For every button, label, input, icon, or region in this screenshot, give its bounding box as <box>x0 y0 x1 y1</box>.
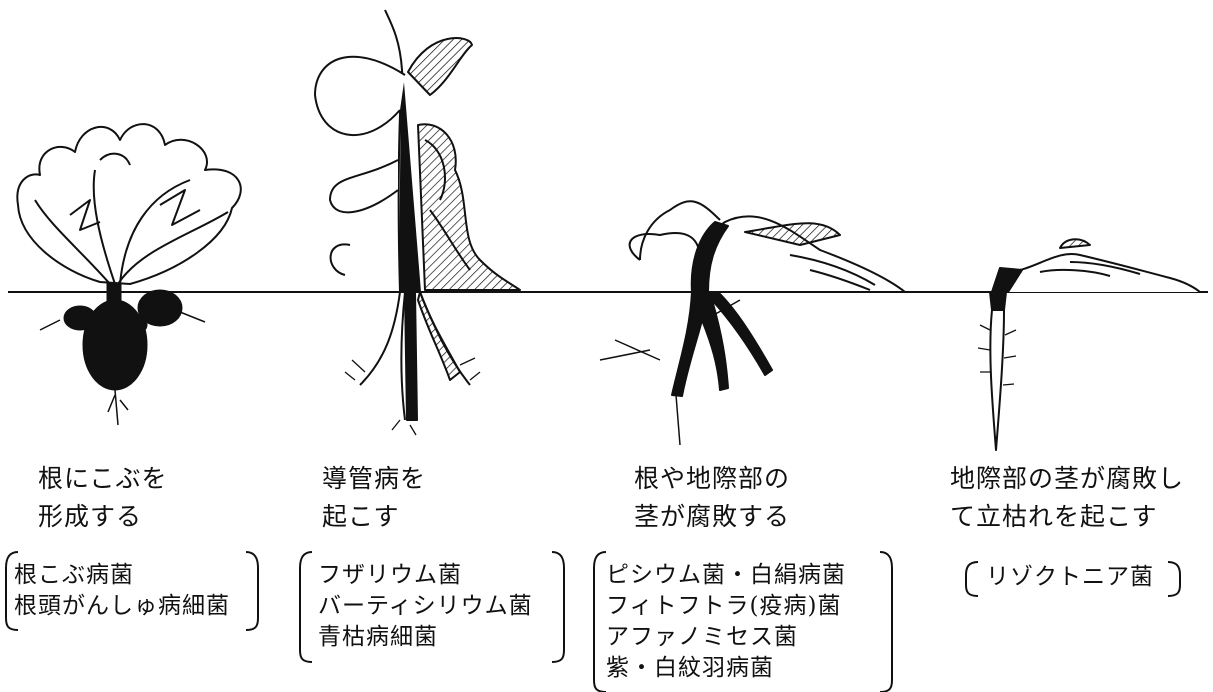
pathogens-damping-off: リゾクトニア菌 <box>986 564 1154 590</box>
plant-root-rot <box>599 200 906 446</box>
caption-root-rot: 根や地際部の 茎が腐敗する <box>634 464 791 531</box>
pathogen-brackets <box>5 551 1181 692</box>
plant-vascular-wilt <box>314 9 521 436</box>
clubroot-galls <box>39 282 206 426</box>
caption-clubroot: 根にこぶを 形成する <box>38 464 168 531</box>
plant-clubroot <box>16 123 242 285</box>
pathogens-root-rot: ピシウム菌・白絹病菌 フィトフトラ(疫病)菌 アファノミセス菌 紫・白紋羽病菌 <box>606 562 846 681</box>
caption-damping-off: 地際部の茎が腐敗し て立枯れを起こす <box>950 464 1185 531</box>
caption-vascular-wilt: 導管病を 起こす <box>322 464 427 531</box>
plant-damping-off <box>977 238 1201 451</box>
pathogens-vascular-wilt: フザリウム菌 バーティシリウム菌 青枯病細菌 <box>318 562 533 650</box>
pathogens-clubroot: 根こぶ病菌 根頭がんしゅ病細菌 <box>14 562 230 619</box>
